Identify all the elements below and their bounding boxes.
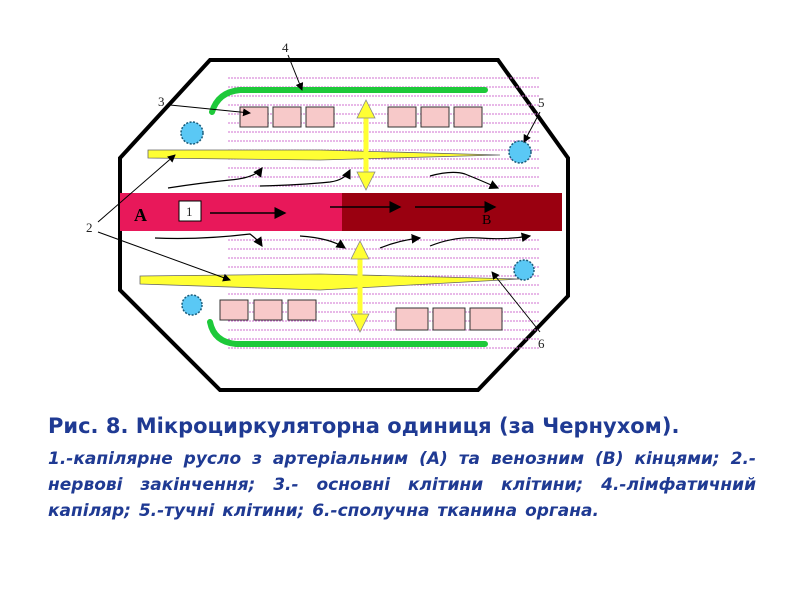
mast-cell: [508, 140, 532, 164]
interstitial-flow-arrows: [154, 167, 532, 249]
arterial-end: [120, 193, 342, 231]
cell: [387, 106, 417, 128]
blood-flow-arrows: [210, 201, 497, 219]
callout-2: 2: [86, 220, 93, 235]
callout-6: 6: [538, 336, 545, 351]
cell: [453, 106, 483, 128]
mast-cell: [181, 294, 203, 316]
callout-1: 1: [186, 204, 193, 219]
cell: [395, 307, 429, 331]
mast-cells: [180, 121, 535, 316]
cell: [469, 307, 503, 331]
callout-4: 4: [282, 40, 289, 55]
callout-5: 5: [538, 95, 545, 110]
cell: [253, 299, 283, 321]
cell: [305, 106, 335, 128]
venous-end: [342, 193, 562, 231]
exchange-arrows: [350, 99, 376, 333]
lymphatic-capillary-bottom: [207, 319, 488, 347]
nerve-ending-bottom: [139, 273, 521, 291]
callout-3: 3: [158, 94, 165, 109]
cell: [432, 307, 466, 331]
venous-label: B: [482, 213, 491, 228]
callout-leaders: [97, 54, 541, 333]
cell: [239, 106, 269, 128]
cell: [219, 299, 249, 321]
cell: [420, 106, 450, 128]
mast-cell: [180, 121, 204, 145]
organ-cells: [219, 106, 503, 331]
microcirculatory-unit-diagram: 4 3 5 2 6 1 A B: [86, 40, 570, 392]
figure-title: Рис. 8. Мікроциркуляторна одиниця (за Че…: [48, 414, 680, 438]
nerve-ending-top: [147, 149, 501, 161]
arterial-label: A: [134, 205, 147, 225]
callout-1-box: [178, 200, 202, 222]
lymphatic-capillary-top: [209, 87, 488, 115]
cell: [287, 299, 317, 321]
mast-cell: [513, 259, 535, 281]
figure-legend: 1.-капілярне русло з артеріальним (А) та…: [48, 449, 756, 521]
cell: [272, 106, 302, 128]
